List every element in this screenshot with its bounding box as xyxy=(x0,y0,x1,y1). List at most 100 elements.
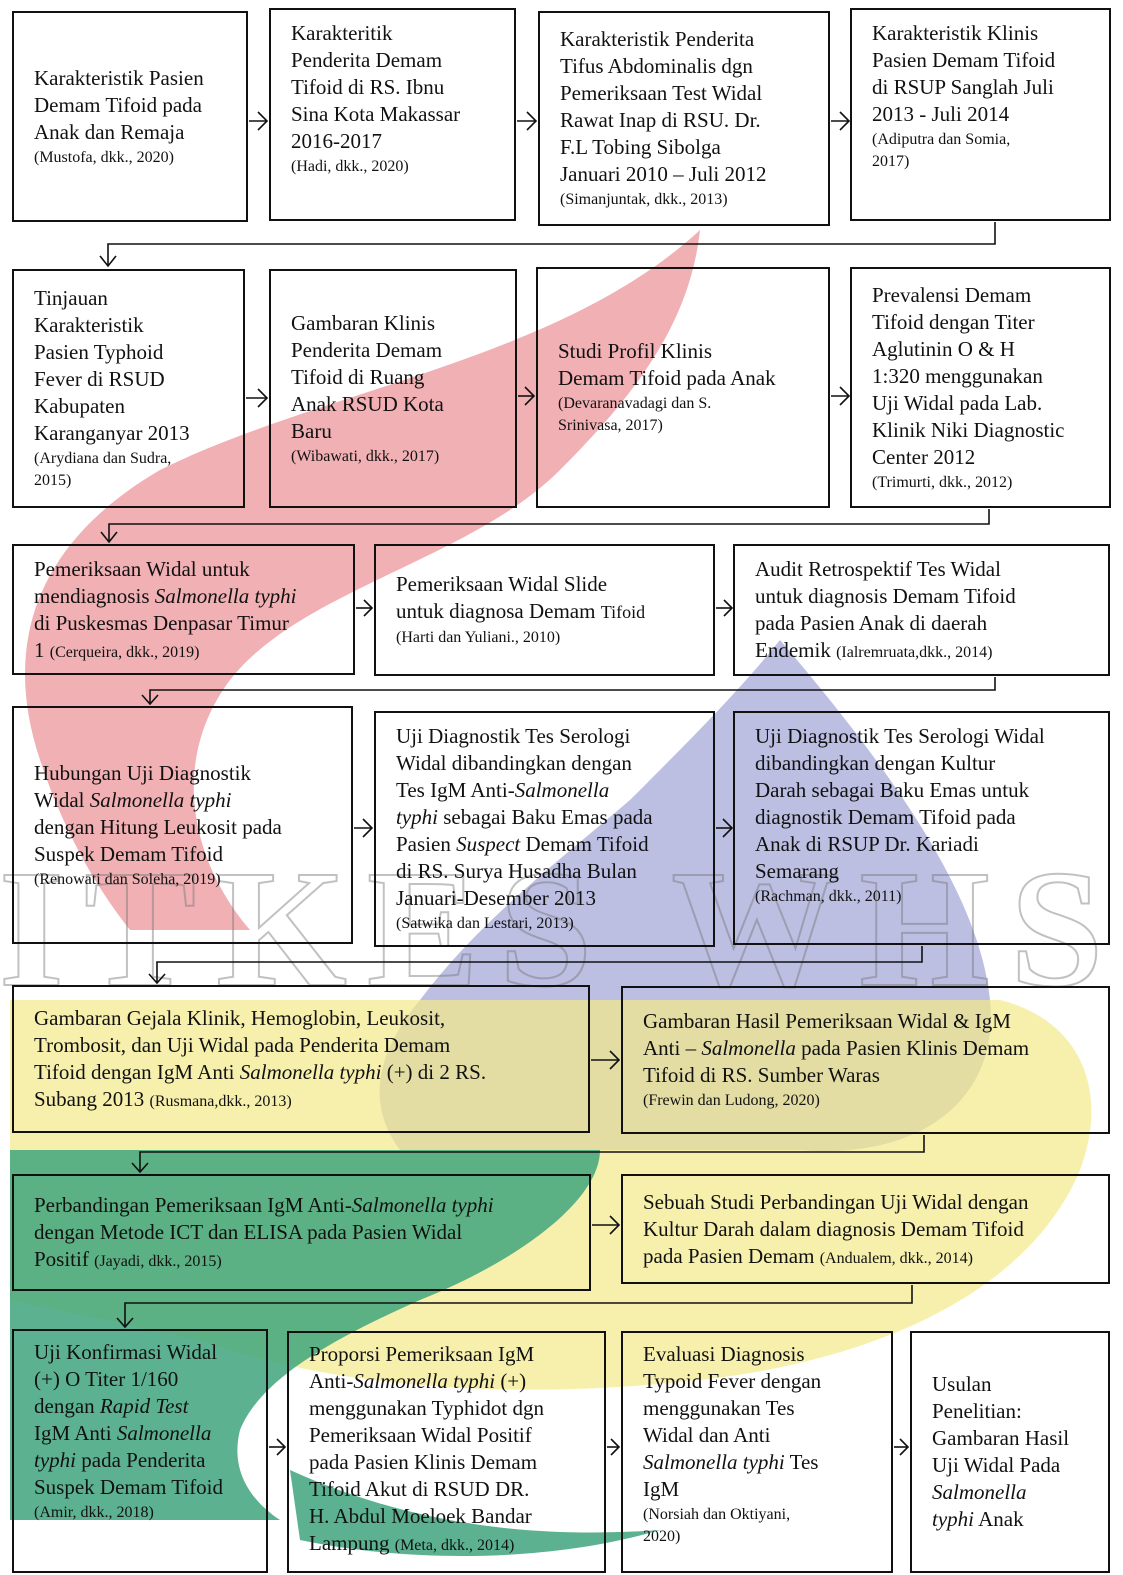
box-title: Studi Profil Klinis Demam Tifoid pada An… xyxy=(558,339,776,390)
box-frewin-2020: Gambaran Hasil Pemeriksaan Widal & IgM A… xyxy=(621,986,1110,1134)
box-jayadi-2015: Perbandingan Pemeriksaan IgM Anti-Salmon… xyxy=(12,1174,591,1291)
italic-term: Rapid Test xyxy=(99,1394,189,1418)
box-title-line: Widal Salmonella typhi xyxy=(34,787,232,812)
box-title-line: Kultur Darah dalam diagnosis Demam Tifoi… xyxy=(643,1216,1024,1241)
box-satwika-2013: Uji Diagnostik Tes Serologi Widal diband… xyxy=(374,711,715,947)
box-title-line: Trombosit, dan Uji Widal pada Penderita … xyxy=(34,1033,451,1057)
box-title-line: menggunakan Typhidot dgn xyxy=(309,1396,544,1420)
box-citation: (Satwika dan Lestari, 2013) xyxy=(396,915,574,932)
box-citation: (Rusmana,dkk., 2013) xyxy=(149,1093,292,1110)
box-title-line: Uji Konfirmasi Widal xyxy=(34,1340,218,1364)
box-title-line: Anti-Salmonella typhi (+) xyxy=(309,1369,527,1393)
box-title-line: Proporsi Pemeriksaan IgM xyxy=(309,1342,535,1366)
watermark-green-shape xyxy=(10,1150,600,1520)
italic-species: Salmonella typhi xyxy=(353,1369,496,1393)
box-citation: (Amir, dkk., 2018) xyxy=(34,1504,154,1521)
box-citation: (Rachman, dkk., 2011) xyxy=(755,888,902,905)
italic-species: Salmonella typhi xyxy=(154,583,297,608)
box-citation: (Mustofa, dkk., 2020) xyxy=(34,148,174,166)
box-title-line: Gambaran Hasil xyxy=(932,1426,1070,1450)
box-citation: (Andualem, dkk., 2014) xyxy=(819,1249,974,1267)
box-title-line: Suspek Demam Tifoid xyxy=(34,841,224,866)
box-title-line: Suspek Demam Tifoid xyxy=(34,1475,224,1499)
box-title-line: Evaluasi Diagnosis xyxy=(643,1342,805,1366)
box-title-line: Salmonella typhi Tes xyxy=(643,1450,819,1474)
box-title-line: Typoid Fever dengan xyxy=(643,1369,822,1393)
watermark-text: ITKES WHS xyxy=(0,836,1123,1022)
box-citation: (Simanjuntak, dkk., 2013) xyxy=(560,191,728,208)
box-title: Audit Retrospektif Tes Widal untuk diagn… xyxy=(755,557,1016,635)
box-arydiana-2015: Tinjauan Karakteristik Pasien Typhoid Fe… xyxy=(12,269,245,508)
box-rusmana-2013: Gambaran Gejala Klinik, Hemoglobin, Leuk… xyxy=(12,985,590,1133)
box-title-line: Perbandingan Pemeriksaan IgM Anti-Salmon… xyxy=(34,1193,494,1217)
box-title-line: Pasien Suspect Demam Tifoid xyxy=(396,832,649,856)
italic-species: Salmonella typhi xyxy=(239,1060,382,1084)
italic-species: Salmonella typhi xyxy=(89,787,232,812)
box-harti-2010: Pemeriksaan Widal Slide untuk diagnosa D… xyxy=(374,544,715,676)
box-meta-2014: Proporsi Pemeriksaan IgM Anti-Salmonella… xyxy=(287,1331,606,1573)
box-title-line: Gambaran Gejala Klinik, Hemoglobin, Leuk… xyxy=(34,1006,446,1030)
box-title-line: Lampung (Meta, dkk., 2014) xyxy=(309,1531,515,1555)
box-citation: (Arydiana dan Sudra, 2015) xyxy=(34,450,172,489)
box-title-line: Gambaran Hasil Pemeriksaan Widal & IgM xyxy=(643,1009,1011,1033)
box-title-line: Endemik (Ialremruata,dkk., 2014) xyxy=(755,638,993,662)
box-title-line: menggunakan Tes xyxy=(643,1396,795,1420)
box-citation: (Meta, dkk., 2014) xyxy=(394,1537,515,1554)
italic-term: Suspect xyxy=(456,832,521,856)
box-title-line: Pemeriksaan Widal untuk xyxy=(34,556,250,581)
box-title: Karakteristik Penderita Tifus Abdominali… xyxy=(560,27,767,186)
box-citation: (Wibawati, dkk., 2017) xyxy=(291,447,440,465)
italic-species: typhi xyxy=(34,1448,76,1472)
box-title: Karakteristik Pasien Demam Tifoid pada A… xyxy=(34,65,204,144)
box-title: Gambaran Klinis Penderita Demam Tifoid d… xyxy=(291,310,444,443)
box-hadi-2020: Karakteritik Penderita Demam Tifoid di R… xyxy=(269,8,516,221)
box-title-line: dengan Rapid Test xyxy=(34,1394,189,1418)
box-citation: (Harti dan Yuliani., 2010) xyxy=(396,629,561,646)
box-title-line: di RS. Surya Husadha Bulan xyxy=(396,859,637,883)
box-title-line: Penelitian: xyxy=(932,1399,1022,1423)
box-title-line: Uji Diagnostik Tes Serologi xyxy=(396,724,631,748)
box-title-line: Tes IgM Anti-Salmonella xyxy=(396,778,610,802)
box-citation: (Adiputra dan Somia, 2017) xyxy=(872,131,1011,170)
italic-species: typhi xyxy=(932,1507,974,1531)
box-citation: (Devaranavadagi dan S. Srinivasa, 2017) xyxy=(558,395,712,434)
box-rachman-2011: Uji Diagnostik Tes Serologi Widal diband… xyxy=(733,711,1110,945)
box-title-line: Usulan xyxy=(932,1372,992,1396)
box-title-line: Widal dan Anti xyxy=(643,1423,771,1447)
box-norsiah-2020: Evaluasi Diagnosis Typoid Fever dengan m… xyxy=(621,1331,893,1573)
box-title-line: Positif (Jayadi, dkk., 2015) xyxy=(34,1247,222,1271)
box-title-line: (+) O Titer 1/160 xyxy=(34,1367,179,1391)
box-title-line: Sebuah Studi Perbandingan Uji Widal deng… xyxy=(643,1189,1029,1214)
box-title: Tinjauan Karakteristik Pasien Typhoid Fe… xyxy=(34,286,190,445)
box-title-line: Subang 2013 (Rusmana,dkk., 2013) xyxy=(34,1087,292,1111)
box-trimurti-2012: Prevalensi Demam Tifoid dengan Titer Agl… xyxy=(850,267,1111,508)
box-renowati-2019: Hubungan Uji Diagnostik Widal Salmonella… xyxy=(12,706,353,944)
box-title: Uji Diagnostik Tes Serologi Widal diband… xyxy=(755,724,1045,883)
box-title-line: typhi pada Penderita xyxy=(34,1448,206,1472)
box-title-line: Widal dibandingkan dengan xyxy=(396,751,632,775)
box-usulan-penelitian: Usulan Penelitian: Gambaran Hasil Uji Wi… xyxy=(910,1331,1110,1573)
box-title-line: Tifoid Akut di RSUD DR. xyxy=(309,1477,530,1501)
box-title-line: Salmonella xyxy=(932,1479,1098,1506)
box-title-line: Tifoid dengan IgM Anti Salmonella typhi … xyxy=(34,1060,487,1084)
italic-species: Salmonella xyxy=(116,1421,212,1445)
box-ialremruata-2014: Audit Retrospektif Tes Widal untuk diagn… xyxy=(733,544,1110,676)
box-title-line: Januari-Desember 2013 xyxy=(396,886,597,910)
italic-species: Salmonella xyxy=(514,778,610,802)
box-andualem-2014: Sebuah Studi Perbandingan Uji Widal deng… xyxy=(621,1174,1110,1284)
box-citation: (Renowati dan Soleha, 2019) xyxy=(34,870,221,888)
box-title: Karakteritik Penderita Demam Tifoid di R… xyxy=(291,21,461,153)
box-citation: (Hadi, dkk., 2020) xyxy=(291,158,409,175)
box-citation: (Cerqueira, dkk., 2019) xyxy=(49,643,200,661)
box-title-line: pada Pasien Demam (Andualem, dkk., 2014) xyxy=(643,1243,974,1268)
box-title-line: typhi sebagai Baku Emas pada xyxy=(396,805,653,829)
box-adiputra-2017: Karakteristik Klinis Pasien Demam Tifoid… xyxy=(850,8,1111,221)
box-title-line: IgM xyxy=(643,1477,680,1501)
box-title-line: H. Abdul Moeloek Bandar xyxy=(309,1504,532,1528)
watermark-green-swoosh xyxy=(290,1470,660,1557)
box-amir-2018: Uji Konfirmasi Widal (+) O Titer 1/160 d… xyxy=(12,1329,268,1573)
italic-species: Salmonella typhi xyxy=(643,1450,785,1474)
box-title-line: IgM Anti Salmonella xyxy=(34,1421,212,1445)
box-title-line: pada Pasien Klinis Demam xyxy=(309,1450,538,1474)
box-citation: (Trimurti, dkk., 2012) xyxy=(872,473,1013,491)
